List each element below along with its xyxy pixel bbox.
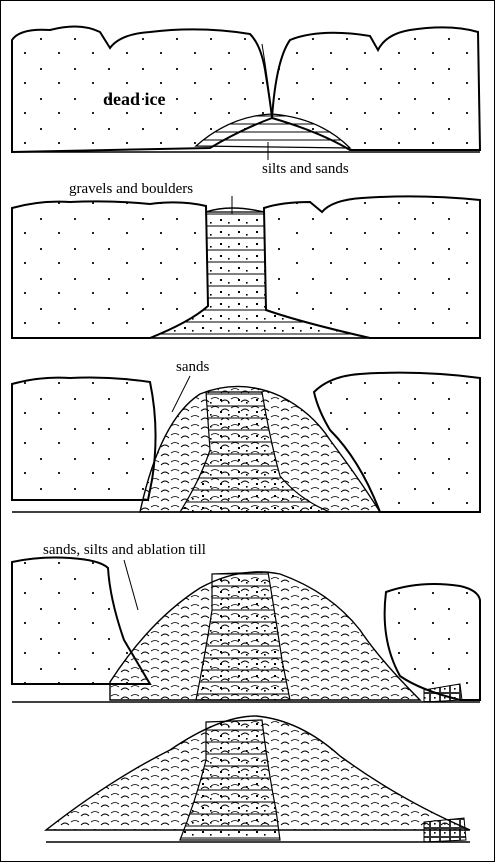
stage-1 xyxy=(12,26,480,160)
stage-5 xyxy=(46,716,470,842)
label-dead-ice: dead ice xyxy=(103,90,166,108)
stage-3-ice-left xyxy=(12,378,156,501)
stage-5-till-blocks xyxy=(424,818,466,842)
label-sands: sands xyxy=(176,360,209,375)
label-gravels-boulders: gravels and boulders xyxy=(69,182,193,197)
label-silts-sands: silts and sands xyxy=(262,162,349,177)
stage-4-pointer xyxy=(124,560,138,610)
label-sands-silts-till: sands, silts and ablation till xyxy=(43,543,206,558)
stage-2-ice-right xyxy=(264,196,480,338)
stage-2-ice-left xyxy=(12,201,208,338)
stage-3 xyxy=(12,373,480,512)
stage-2 xyxy=(12,196,480,338)
stage-4 xyxy=(12,558,480,703)
